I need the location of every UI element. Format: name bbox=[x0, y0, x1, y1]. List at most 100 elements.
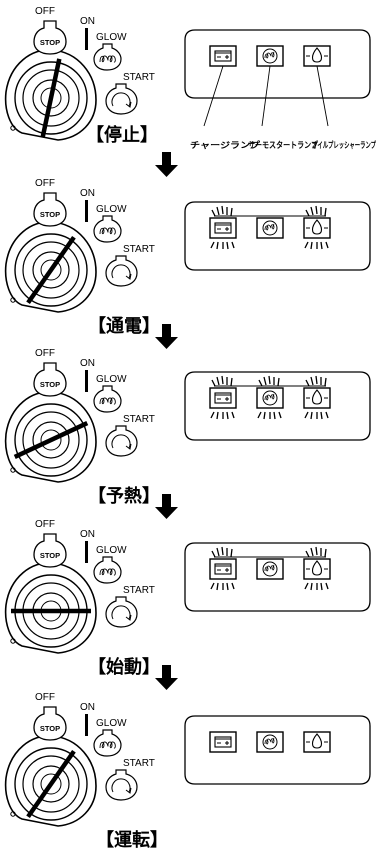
housing-screw bbox=[10, 297, 16, 303]
light-ray-bottom bbox=[231, 582, 235, 590]
light-ray-top bbox=[315, 205, 318, 215]
off-label: OFF bbox=[35, 692, 55, 703]
stop-icon bbox=[33, 533, 67, 568]
start-arrow-head bbox=[125, 614, 132, 621]
light-ray-bottom bbox=[320, 241, 323, 250]
light-ray-top bbox=[277, 377, 280, 387]
flow-arrow-shaft bbox=[162, 665, 171, 679]
light-ray-bottom bbox=[257, 411, 262, 419]
start-label: START bbox=[123, 244, 155, 255]
oil-drop-icon bbox=[311, 733, 323, 749]
state-label: 【始動】 bbox=[88, 656, 160, 677]
flow-arrow-head bbox=[155, 678, 178, 690]
light-ray-bottom bbox=[231, 241, 235, 249]
warning-lamp-2 bbox=[256, 217, 284, 239]
light-ray-bottom bbox=[273, 411, 276, 420]
warning-lamp-1 bbox=[209, 731, 237, 753]
start-icon bbox=[105, 255, 138, 287]
on-label: ON bbox=[80, 529, 95, 540]
stop-icon-label: STOP bbox=[40, 380, 60, 389]
key-core bbox=[40, 259, 62, 281]
battery-icon bbox=[214, 222, 232, 234]
stop-icon bbox=[33, 192, 67, 227]
on-label: ON bbox=[80, 188, 95, 199]
warning-lamp-3 bbox=[303, 387, 331, 409]
glow-plug-icon bbox=[262, 390, 278, 406]
glow-coil-symbol bbox=[99, 568, 116, 576]
light-ray-top bbox=[216, 376, 220, 386]
light-ray-bottom bbox=[231, 411, 235, 419]
warning-lamp-3 bbox=[303, 731, 331, 753]
glow-plug-icon bbox=[262, 734, 278, 750]
light-ray-top bbox=[230, 548, 233, 558]
glow-label: GLOW bbox=[96, 718, 127, 729]
glow-plug-coil bbox=[264, 223, 275, 231]
key-ring-outer bbox=[14, 61, 88, 135]
warning-lamp-2 bbox=[256, 387, 284, 409]
off-label: OFF bbox=[35, 6, 55, 17]
oil-drop-icon bbox=[311, 219, 323, 235]
flow-arrow-head bbox=[155, 337, 178, 349]
light-ray-top bbox=[324, 377, 327, 387]
state-label: 【通電】 bbox=[88, 316, 160, 336]
light-ray-top bbox=[305, 379, 310, 387]
light-ray-top bbox=[221, 205, 224, 215]
lamp-leader-2 bbox=[261, 65, 271, 127]
key-core bbox=[40, 773, 62, 795]
key-ring-middle bbox=[22, 411, 80, 469]
warning-lamp-2 bbox=[256, 558, 284, 580]
flow-arrow-shaft bbox=[162, 152, 171, 166]
light-ray-bottom bbox=[226, 411, 229, 420]
light-ray-bottom bbox=[310, 582, 313, 591]
start-arrow-head bbox=[125, 787, 132, 794]
light-ray-top bbox=[305, 550, 310, 558]
oil-drop-icon bbox=[311, 47, 323, 63]
lamp-name-3: オイルプレッシャーランプ bbox=[312, 140, 376, 150]
light-ray-top bbox=[324, 207, 327, 217]
key-ring-inner bbox=[32, 765, 70, 803]
glow-coil-icon bbox=[93, 729, 122, 757]
start-icon bbox=[105, 769, 138, 801]
glow-coil-icon bbox=[93, 556, 122, 584]
state-label: 【停止】 bbox=[86, 124, 158, 145]
flow-arrow-head bbox=[155, 507, 178, 519]
light-ray-top bbox=[310, 376, 314, 386]
glow-coil-icon bbox=[93, 385, 122, 413]
light-ray-top bbox=[216, 547, 220, 557]
state-label: 【予熱】 bbox=[88, 485, 160, 506]
glow-plug-coil bbox=[264, 737, 275, 745]
off-label: OFF bbox=[35, 348, 55, 359]
glow-label: GLOW bbox=[96, 374, 127, 385]
light-ray-top bbox=[268, 375, 271, 385]
key-ring-outer bbox=[14, 747, 88, 821]
battery-icon bbox=[214, 563, 232, 575]
start-label: START bbox=[123, 72, 155, 83]
glow-coil-symbol bbox=[99, 397, 116, 405]
on-position-bar bbox=[85, 28, 88, 50]
off-label: OFF bbox=[35, 519, 55, 530]
warning-lamp-1 bbox=[209, 217, 237, 239]
glow-label: GLOW bbox=[96, 545, 127, 556]
light-ray-top bbox=[263, 376, 267, 386]
start-arrow-arc bbox=[111, 434, 131, 449]
glow-plug-coil bbox=[264, 564, 275, 572]
stop-icon-label: STOP bbox=[40, 210, 60, 219]
flow-arrow-shaft bbox=[162, 324, 171, 338]
warning-lamp-3 bbox=[303, 217, 331, 239]
light-ray-bottom bbox=[320, 582, 323, 591]
start-icon bbox=[105, 425, 138, 457]
glow-label: GLOW bbox=[96, 204, 127, 215]
light-ray-bottom bbox=[304, 582, 309, 590]
start-arrow-head bbox=[125, 273, 132, 280]
housing-screw bbox=[10, 811, 16, 817]
warning-lamp-1 bbox=[209, 387, 237, 409]
light-ray-top bbox=[324, 548, 327, 558]
light-ray-bottom bbox=[320, 411, 323, 420]
key-ring-inner bbox=[32, 79, 70, 117]
start-icon bbox=[105, 596, 138, 628]
key-position-bar bbox=[26, 749, 76, 819]
start-icon bbox=[105, 83, 138, 115]
